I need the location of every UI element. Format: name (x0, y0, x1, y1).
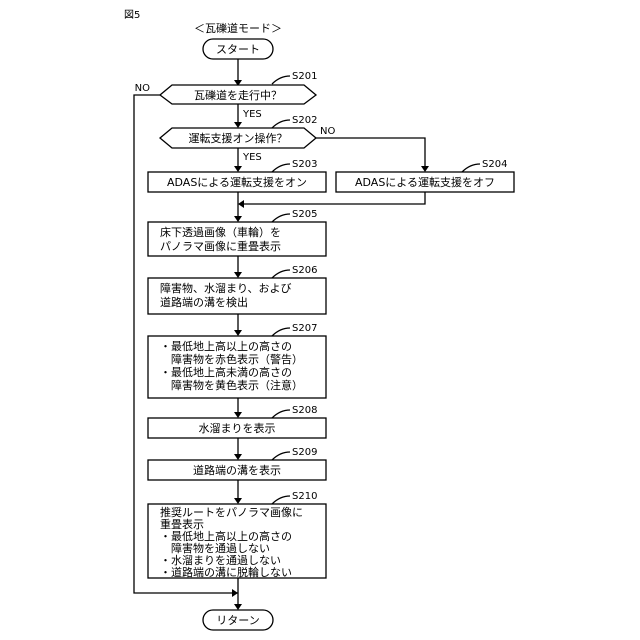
process-s205-line-2: パノラマ画像に重畳表示 (160, 239, 281, 253)
step-id-s205: S205 (292, 209, 317, 220)
process-s210-line-4: 障害物を通過しない (160, 541, 270, 555)
process-s207-line-3: ・最低地上高未満の高さの (160, 365, 292, 379)
decision-s201-text: 瓦礫道を走行中？ (194, 88, 282, 102)
decision-s202-text: 運転支援オン操作？ (189, 131, 288, 145)
process-s207-line-4: 障害物を黄色表示（注意） (160, 378, 303, 392)
step-id-s210: S210 (292, 491, 317, 502)
s201-yes-label: YES (242, 109, 262, 120)
step-id-s204: S204 (482, 159, 507, 170)
process-s206-line-2: 道路端の溝を検出 (160, 295, 248, 309)
process-s210-line-2: 重畳表示 (160, 517, 204, 531)
s202-yes-label: YES (242, 152, 262, 163)
process-s205-line-1: 床下透過画像（車輪）を (160, 225, 281, 239)
process-s208-text: 水溜まりを表示 (199, 421, 276, 435)
process-s206-line-1: 障害物、水溜まり、および (160, 281, 292, 295)
process-s207-line-2: 障害物を赤色表示（警告） (160, 352, 303, 366)
step-id-s206: S206 (292, 265, 317, 276)
process-s210-line-3: ・最低地上高以上の高さの (160, 529, 292, 543)
step-id-s201: S201 (292, 71, 317, 82)
process-s207-line-1: ・最低地上高以上の高さの (160, 339, 292, 353)
process-s210-line-5: ・水溜まりを通過しない (160, 553, 281, 567)
process-s210-line-6: ・道路端の溝に脱輪しない (160, 565, 292, 579)
process-s210-line-1: 推奨ルートをパノラマ画像に (160, 505, 303, 519)
process-s209-text: 道路端の溝を表示 (193, 463, 281, 477)
mode-title: ＜瓦礫道モード＞ (194, 21, 282, 35)
process-s203-text: ADASによる運転支援をオン (167, 175, 307, 189)
s201-no-label: NO (135, 83, 150, 94)
s202-no-label: NO (320, 126, 335, 137)
figure-label: 図5 (124, 9, 140, 21)
start-label: スタート (216, 43, 260, 56)
process-s204-text: ADASによる運転支援をオフ (355, 175, 495, 189)
step-id-s207: S207 (292, 323, 317, 334)
return-label: リターン (216, 614, 259, 627)
step-id-s202: S202 (292, 115, 317, 126)
step-id-s203: S203 (292, 159, 317, 170)
step-id-s208: S208 (292, 405, 317, 416)
step-id-s209: S209 (292, 447, 317, 458)
